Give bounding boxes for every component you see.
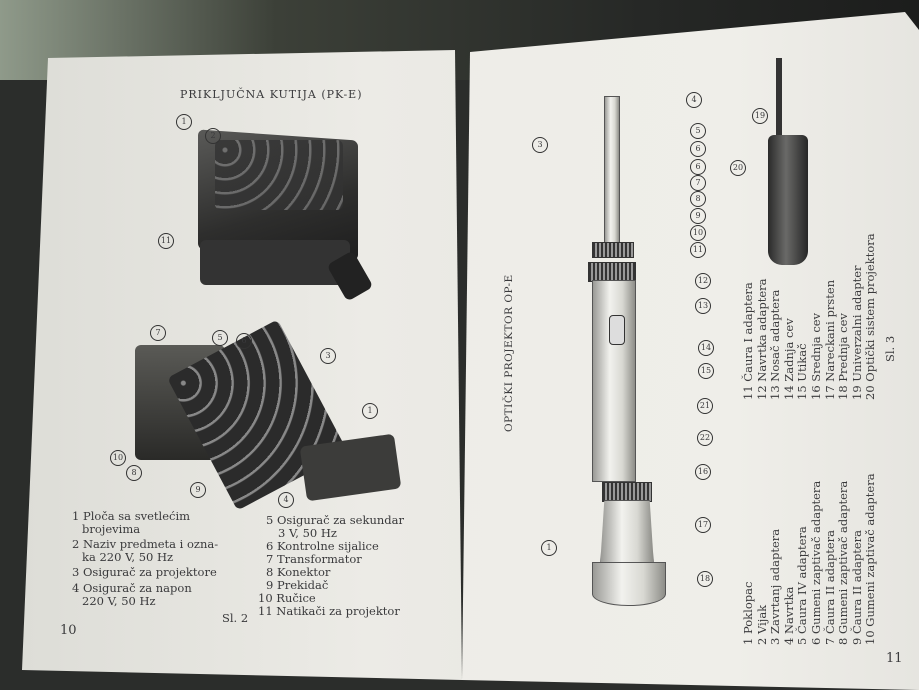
right-legend: 1 Poklopac 2 Vijak 3 Zavrtanj adaptera 4… [741, 225, 878, 645]
callout: 6 [236, 333, 252, 349]
callout: 8 [126, 465, 142, 481]
callout: 1 [362, 403, 378, 419]
figure-caption-3: Sl. 3 [883, 335, 897, 362]
left-page-title: PRIKLJUČNA KUTIJA (PK-E) [180, 88, 363, 101]
callout: 3 [320, 348, 336, 364]
figure-caption-2: Sl. 2 [222, 611, 249, 625]
callout: 4 [278, 492, 294, 508]
right-legend-col2: 11 Čaura I adaptera 12 Navrtka adaptera … [741, 233, 878, 400]
callout: 1 [176, 114, 192, 130]
callout: 5 [212, 330, 228, 346]
left-legend-col1: 1 Ploča sa svetlećim brojevima 2 Naziv p… [72, 509, 219, 608]
page-number-left: 10 [60, 623, 77, 638]
page-number-right: 11 [886, 651, 903, 666]
left-legend-col2: 5 Osigurač za sekundar 3 V, 50 Hz 6 Kont… [258, 513, 404, 618]
right-page-title: OPTIČKI PROJEKTOR OP-E [503, 274, 515, 432]
callout: 11 [158, 233, 174, 249]
callout: 7 [150, 325, 166, 341]
callout: 9 [190, 482, 206, 498]
callout: 10 [110, 450, 126, 466]
callout: 2 [205, 128, 221, 144]
